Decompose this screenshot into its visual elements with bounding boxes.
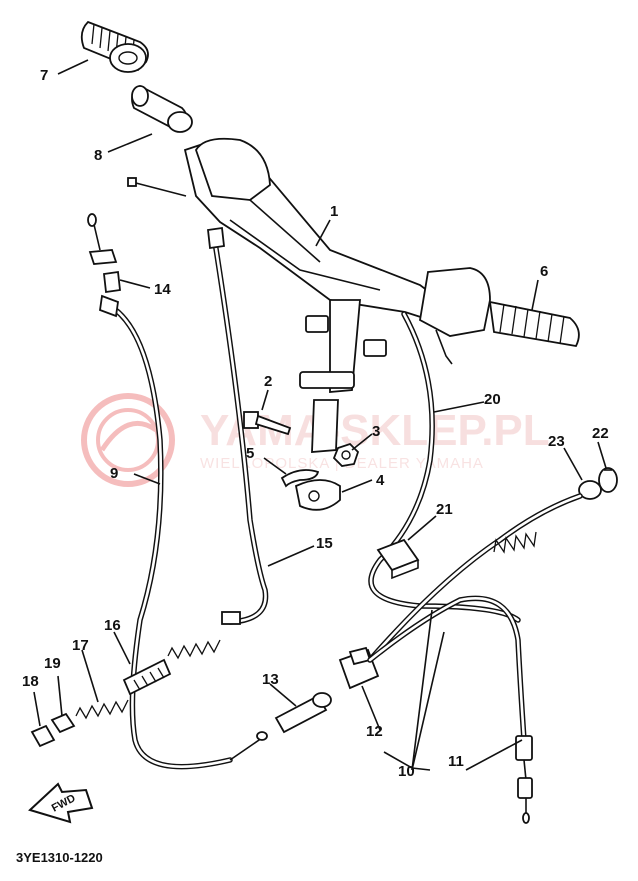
drawing-code: 3YE1310-1220 xyxy=(16,850,103,865)
fwd-arrow-icon: FWD xyxy=(28,782,94,824)
part-label-14: 14 xyxy=(154,281,171,298)
part-label-2: 2 xyxy=(264,373,272,390)
part-label-18: 18 xyxy=(22,673,39,690)
cable-clip-part xyxy=(87,213,121,294)
cap-23-part xyxy=(578,480,602,500)
part-labels: 7 8 1 6 14 2 3 5 4 9 20 22 23 21 15 16 1… xyxy=(22,67,609,780)
part-label-21: 21 xyxy=(436,501,453,518)
part-label-15: 15 xyxy=(316,535,333,552)
connector-part xyxy=(376,538,420,580)
nut-19-part xyxy=(50,712,76,734)
spring-part xyxy=(75,699,129,720)
main-cable-assembly xyxy=(338,493,583,824)
part-label-1: 1 xyxy=(330,203,338,220)
cap-22-part xyxy=(598,467,618,493)
bolt-part xyxy=(243,411,292,436)
lever-wire-end xyxy=(127,177,137,187)
part-label-19: 19 xyxy=(44,655,61,672)
part-label-17: 17 xyxy=(72,637,89,654)
part-label-8: 8 xyxy=(94,147,102,164)
part-label-6: 6 xyxy=(540,263,548,280)
lever-wire xyxy=(131,181,187,197)
part-label-3: 3 xyxy=(372,423,380,440)
handlebar-part xyxy=(183,137,442,453)
part-label-9: 9 xyxy=(110,465,118,482)
grip-left-part xyxy=(80,20,149,73)
part-label-16: 16 xyxy=(104,617,121,634)
cap-18-part xyxy=(30,724,56,748)
throttle-tube-part xyxy=(131,84,193,133)
leader-lines xyxy=(33,59,607,771)
clamp-part xyxy=(294,479,341,511)
brake-cable-left xyxy=(99,294,268,770)
part-label-5: 5 xyxy=(246,445,254,462)
clutch-cable xyxy=(368,311,521,623)
part-label-22: 22 xyxy=(592,425,609,442)
part-label-12: 12 xyxy=(366,723,383,740)
part-label-10: 10 xyxy=(398,763,415,780)
part-label-13: 13 xyxy=(262,671,279,688)
adjuster-bolt-part xyxy=(274,692,332,734)
part-label-11: 11 xyxy=(448,753,464,770)
throttle-cable xyxy=(167,226,269,660)
adjuster-part xyxy=(122,658,172,696)
part-label-23: 23 xyxy=(548,433,565,450)
clip-part xyxy=(280,469,320,488)
grip-right-part xyxy=(419,267,580,365)
part-label-7: 7 xyxy=(40,67,48,84)
part-label-4: 4 xyxy=(376,472,385,489)
part-label-20: 20 xyxy=(484,391,501,408)
